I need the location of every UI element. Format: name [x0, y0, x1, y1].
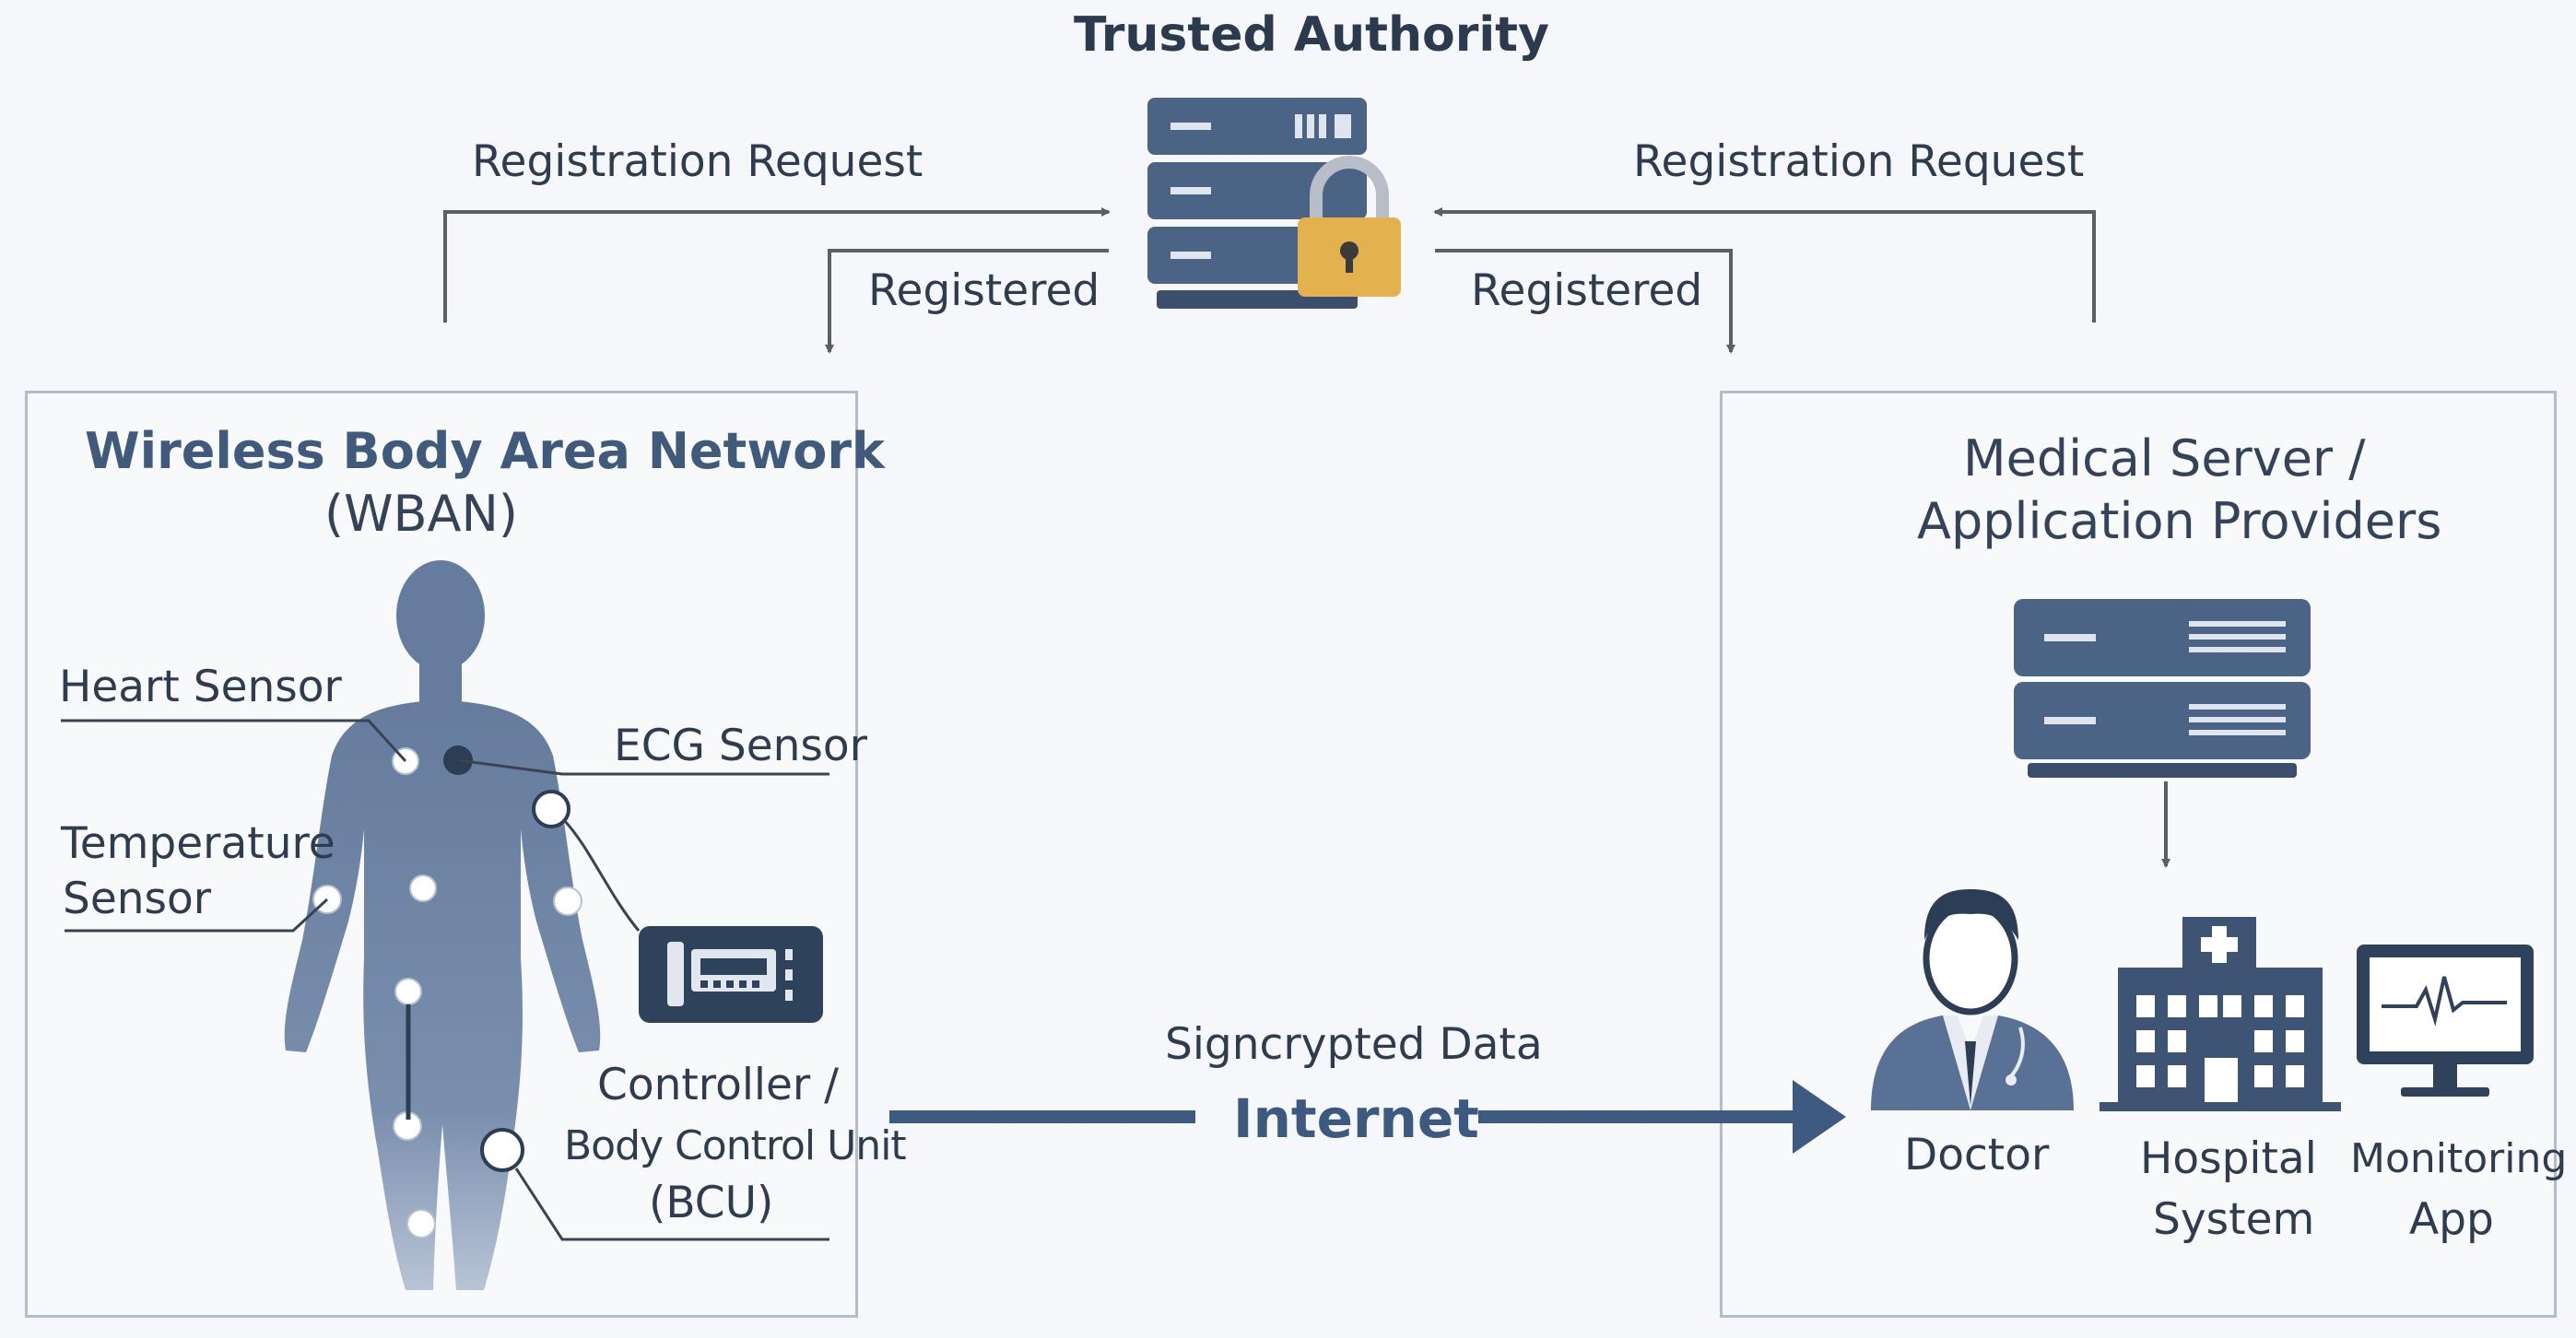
- right-registration-request-arrow: [1433, 207, 2096, 323]
- internet-label: Internet: [1233, 1087, 1479, 1150]
- medical-server-title-line1: Medical Server /: [1963, 429, 2366, 487]
- bcu-label-line2: Body Control Unit: [564, 1122, 907, 1169]
- right-registration-request-label: Registration Request: [1633, 136, 2085, 187]
- left-registered-label: Registered: [868, 265, 1100, 316]
- human-body-figure: [284, 560, 601, 1290]
- hospital-system-label-line1: Hospital: [2140, 1133, 2317, 1184]
- right-registered-label: Registered: [1471, 265, 1703, 316]
- signcrypted-data-label: Signcrypted Data: [1165, 1019, 1543, 1070]
- right-registered-arrow: [1435, 249, 1735, 354]
- bcu-device-icon: [639, 926, 823, 1023]
- doctor-icon: [1871, 889, 2074, 1110]
- bcu-label-line3: (BCU): [649, 1178, 774, 1228]
- hospital-system-label-line2: System: [2153, 1194, 2315, 1245]
- sensor-leader-lines: [61, 719, 829, 1241]
- monitoring-app-label-line1: Monitoring: [2350, 1135, 2568, 1182]
- arm-sensor-dot: [532, 790, 570, 828]
- monitoring-app-label-line2: App: [2409, 1194, 2494, 1245]
- medical-server-title-line2: Application Providers: [1917, 492, 2442, 550]
- trusted-authority-title: Trusted Authority: [1074, 7, 1549, 63]
- wban-subtitle: (WBAN): [324, 485, 518, 543]
- wban-title: Wireless Body Area Network: [85, 422, 885, 480]
- knee-sensor-dot: [480, 1128, 524, 1172]
- heart-sensor-label: Heart Sensor: [59, 662, 342, 712]
- internet-data-arrow: [889, 1080, 1846, 1154]
- left-registration-request-arrow: [443, 207, 1111, 323]
- lock-icon: [1298, 156, 1401, 297]
- temperature-sensor-label-line2: Sensor: [63, 874, 212, 924]
- bcu-label-line1: Controller /: [597, 1060, 839, 1110]
- doctor-label: Doctor: [1904, 1130, 2050, 1180]
- medical-server-icon: [2014, 599, 2311, 778]
- hospital-icon: [2100, 917, 2341, 1111]
- medical-server-panel: [1720, 391, 2557, 1318]
- left-registered-arrow: [825, 249, 1109, 354]
- monitoring-app-icon: [2357, 945, 2534, 1097]
- temperature-sensor-label-line1: Temperature: [61, 818, 335, 869]
- ecg-sensor-label: ECG Sensor: [614, 721, 867, 771]
- left-registration-request-label: Registration Request: [472, 136, 923, 187]
